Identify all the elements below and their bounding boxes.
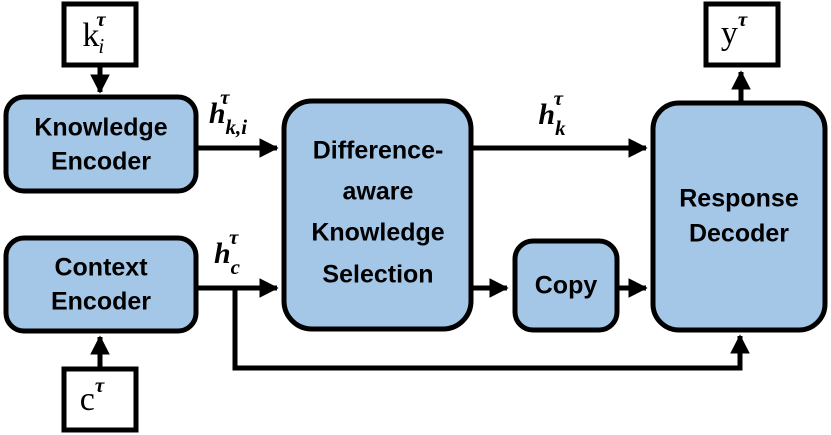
response-decoder-label-line1: Response [679,185,799,213]
context-hidden-base: h [214,237,231,270]
node-context-encoder: Context Encoder [3,235,199,334]
response-output-superscript: τ [738,7,748,31]
node-knowledge-encoder: Knowledge Encoder [3,94,199,194]
node-knowledge-input: kiτ [61,1,139,68]
context-hidden-label: hcτ [214,225,241,279]
knowledge-input-subscript: i [98,34,104,58]
knowledge-input-label: kiτ [82,7,106,58]
context-input-base: c [80,381,95,418]
knowledge-selection-label-line2: aware [343,178,414,206]
knowledge-hidden-subscript: k,i [226,115,248,139]
context-hidden-subscript: c [231,255,241,279]
edge-context-encoder-skip-to-response-decoder [232,288,750,371]
node-knowledge-selection: Difference- aware Knowledge Selection [281,98,474,332]
selected-knowledge-hidden-subscript: k [555,116,566,140]
context-input-box [61,366,139,433]
copy-box [512,238,620,333]
context-hidden-superscript: τ [229,225,239,249]
response-output-base: y [721,15,738,52]
knowledge-selection-box [281,98,474,332]
knowledge-input-superscript: τ [96,7,106,31]
context-encoder-box [3,235,199,334]
response-decoder-label-line2: Decoder [689,220,789,248]
knowledge-hidden-superscript: τ [220,85,230,109]
edge-label-knowledge-hidden: hk,i τ [209,85,247,139]
node-response-decoder: Response Decoder [650,100,828,333]
knowledge-encoder-box [3,94,199,194]
selected-knowledge-hidden-base: h [538,98,555,131]
context-input-superscript: τ [95,373,105,397]
node-copy: Copy [512,238,620,333]
knowledge-hidden-label: hk,i τ [209,85,247,139]
node-context-input: cτ [61,366,139,433]
knowledge-input-box [61,1,139,68]
context-encoder-label-line2: Encoder [51,288,151,316]
knowledge-hidden-base: h [209,97,226,130]
response-output-label: yτ [721,7,748,52]
selected-knowledge-hidden-label: hkτ [538,86,566,140]
response-output-box [703,1,781,68]
knowledge-selection-label-line3: Knowledge [311,219,444,247]
edge-label-context-hidden: hcτ [214,225,241,279]
knowledge-encoder-label-line1: Knowledge [34,114,167,142]
context-encoder-label-line1: Context [54,254,148,282]
selected-knowledge-hidden-superscript: τ [554,86,564,110]
copy-label: Copy [535,272,598,300]
node-response-output: yτ [703,1,781,68]
knowledge-selection-label-line1: Difference- [313,137,444,165]
edge-label-selected-knowledge-hidden: hkτ [538,86,566,140]
knowledge-encoder-label-line2: Encoder [51,148,151,176]
knowledge-selection-label-line4: Selection [322,261,433,289]
response-decoder-box [650,100,828,333]
context-input-label: cτ [80,373,105,418]
knowledge-input-base: k [82,17,99,54]
